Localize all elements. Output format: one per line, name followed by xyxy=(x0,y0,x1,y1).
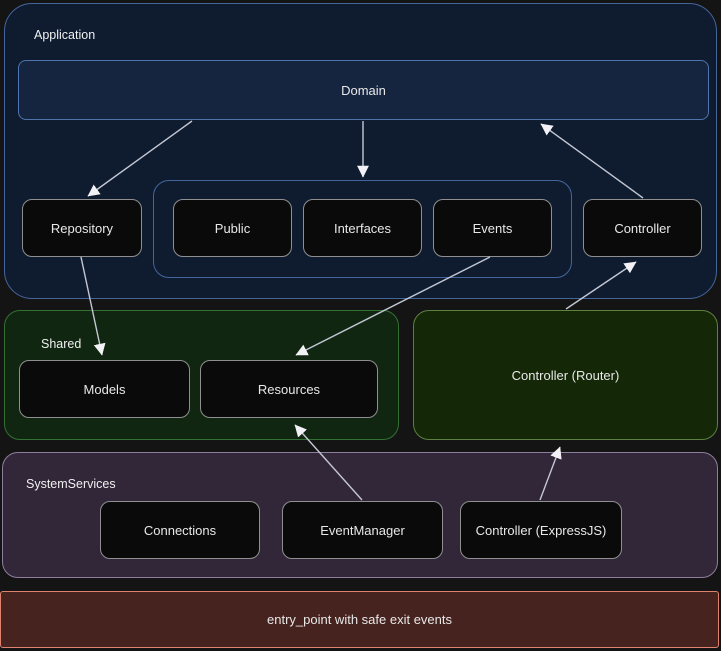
node-controller-router: Controller (Router) xyxy=(413,310,718,440)
node-event-manager: EventManager xyxy=(282,501,443,559)
node-events: Events xyxy=(433,199,552,257)
node-controller-expressjs: Controller (ExpressJS) xyxy=(460,501,622,559)
node-domain: Domain xyxy=(18,60,709,120)
domain-label: Domain xyxy=(341,82,386,98)
interfaces-label: Interfaces xyxy=(333,220,392,236)
public-label: Public xyxy=(214,220,251,236)
event-manager-label: EventManager xyxy=(320,522,405,538)
system-services-label: SystemServices xyxy=(26,477,116,491)
shared-label: Shared xyxy=(41,337,82,351)
models-label: Models xyxy=(83,381,126,397)
controller-router-label: Controller (Router) xyxy=(511,367,620,383)
node-public: Public xyxy=(173,199,292,257)
connections-label: Connections xyxy=(143,522,217,538)
events-label: Events xyxy=(472,220,513,236)
node-models: Models xyxy=(19,360,190,418)
resources-label: Resources xyxy=(257,381,321,397)
repository-label: Repository xyxy=(50,220,114,236)
node-repository: Repository xyxy=(22,199,142,257)
node-interfaces: Interfaces xyxy=(303,199,422,257)
node-connections: Connections xyxy=(100,501,260,559)
node-controller: Controller xyxy=(583,199,702,257)
node-entry-point: entry_point with safe exit events xyxy=(0,591,719,648)
controller-label: Controller xyxy=(614,220,671,236)
controller-expressjs-label: Controller (ExpressJS) xyxy=(475,522,607,538)
entry-point-label: entry_point with safe exit events xyxy=(267,612,452,627)
node-resources: Resources xyxy=(200,360,378,418)
application-label: Application xyxy=(34,28,96,42)
